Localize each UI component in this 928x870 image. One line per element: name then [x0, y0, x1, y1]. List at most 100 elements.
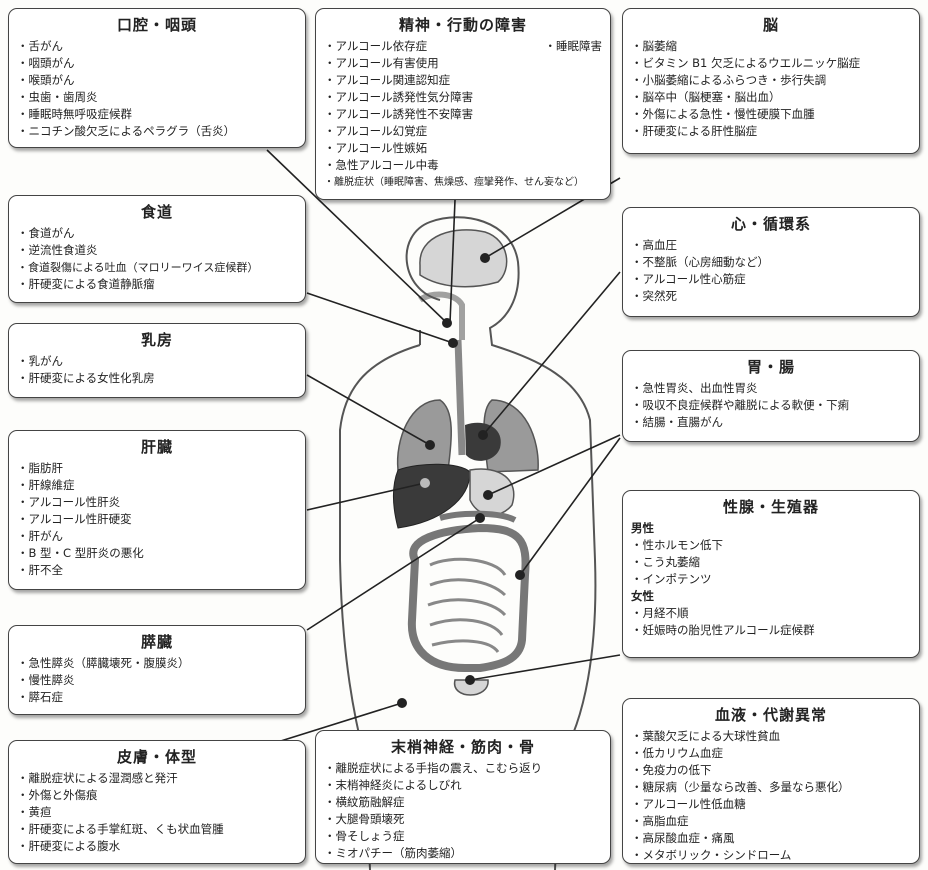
- list-item: 肝不全: [17, 562, 297, 579]
- box-mouth: 口腔・咽頭 舌がん 咽頭がん 喉頭がん 虫歯・歯周炎 睡眠時無呼吸症候群 ニコチ…: [8, 8, 306, 148]
- list-item: 免疫力の低下: [631, 762, 911, 779]
- list-item: 肝線維症: [17, 477, 297, 494]
- list-item: 肝硬変による食道静脈瘤: [17, 276, 297, 293]
- connector-dots: [397, 253, 525, 708]
- list-item: 低カリウム血症: [631, 745, 911, 762]
- list-item: アルコール性低血糖: [631, 796, 911, 813]
- list-item: 妊娠時の胎児性アルコール症候群: [631, 622, 911, 639]
- box-mental: 精神・行動の障害 アルコール依存症 睡眠障害 アルコール有害使用 アルコール関連…: [315, 8, 611, 200]
- box-brain: 脳 脳萎縮 ビタミン B1 欠乏によるウエルニッケ脳症 小脳萎縮によるふらつき・…: [622, 8, 920, 154]
- list-item: 肝硬変による腹水: [17, 838, 297, 855]
- list-item: 肝硬変による肝性脳症: [631, 123, 911, 140]
- list-item: 脂肪肝: [17, 460, 297, 477]
- list-item: 肝硬変による手掌紅斑、くも状血管腫: [17, 821, 297, 838]
- list-item: 結腸・直腸がん: [631, 414, 911, 431]
- list-item: 高血圧: [631, 237, 911, 254]
- box-breast: 乳房 乳がん 肝硬変による女性化乳房: [8, 323, 306, 398]
- list-item: 末梢神経炎によるしびれ: [324, 777, 602, 794]
- box-liver: 肝臓 脂肪肝 肝線維症 アルコール性肝炎 アルコール性肝硬変 肝がん B 型・C…: [8, 430, 306, 590]
- list-item: 糖尿病（少量なら改善、多量なら悪化）: [631, 779, 911, 796]
- list-item: 高脂血症: [631, 813, 911, 830]
- colon-shape: [407, 523, 530, 672]
- heart-shape: [465, 422, 501, 461]
- box-gonad: 性腺・生殖器 男性 性ホルモン低下 こう丸萎縮 インポテンツ 女性 月経不順 妊…: [622, 490, 920, 658]
- list-item: 大腿骨頭壊死: [324, 811, 602, 828]
- box-title: 膵臓: [140, 633, 173, 651]
- box-stomach: 胃・腸 急性胃炎、出血性胃炎 吸収不良症候群や離脱による軟便・下痢 結腸・直腸が…: [622, 350, 920, 442]
- list-item: 不整脈（心房細動など）: [631, 254, 911, 271]
- list-item: アルコール誘発性不安障害: [324, 106, 602, 123]
- list-item: こう丸萎縮: [631, 554, 911, 571]
- box-title: 血液・代謝異常: [714, 706, 827, 724]
- list-item: アルコール依存症: [324, 38, 428, 55]
- genital-shape: [454, 679, 489, 696]
- list-item: B 型・C 型肝炎の悪化: [17, 545, 297, 562]
- list-item: 舌がん: [17, 38, 297, 55]
- list-item: 外傷による急性・慢性硬膜下血腫: [631, 106, 911, 123]
- small-intestine: [427, 557, 507, 653]
- list-item: 睡眠障害: [545, 38, 602, 55]
- list-item: ニコチン酸欠乏によるペラグラ（舌炎）: [17, 123, 297, 140]
- connector-lines: [266, 149, 621, 746]
- box-title: 口腔・咽頭: [116, 16, 197, 34]
- list-item: 脳萎縮: [631, 38, 911, 55]
- box-pancreas: 膵臓 急性膵炎（膵臓壊死・腹膜炎） 慢性膵炎 膵石症: [8, 625, 306, 715]
- brain-shape: [419, 229, 508, 288]
- male-label: 男性: [631, 521, 654, 535]
- list-item: 外傷と外傷痕: [17, 787, 297, 804]
- list-item: 虫歯・歯周炎: [17, 89, 297, 106]
- box-title: 性腺・生殖器: [722, 498, 819, 516]
- mouth-shape: [418, 291, 465, 340]
- list-item: アルコール性肝炎: [17, 494, 297, 511]
- box-title: 乳房: [140, 331, 173, 349]
- box-title: 末梢神経・筋肉・骨: [390, 738, 535, 756]
- esophagus-shape: [454, 339, 466, 456]
- list-item: 離脱症状による湿潤感と発汗: [17, 770, 297, 787]
- box-title: 食道: [140, 203, 173, 221]
- box-title: 心・循環系: [730, 215, 811, 233]
- list-item: 突然死: [631, 288, 911, 305]
- liver-shape: [393, 463, 471, 529]
- list-item: アルコール幻覚症: [324, 123, 602, 140]
- box-blood: 血液・代謝異常 葉酸欠乏による大球性貧血 低カリウム血症 免疫力の低下 糖尿病（…: [622, 698, 920, 864]
- list-item: 咽頭がん: [17, 55, 297, 72]
- list-item: アルコール性心筋症: [631, 271, 911, 288]
- list-item: 横紋筋融解症: [324, 794, 602, 811]
- list-item: 高尿酸血症・痛風: [631, 830, 911, 847]
- list-item: 性ホルモン低下: [631, 537, 911, 554]
- list-item: アルコール性嫉妬: [324, 140, 602, 157]
- list-item: インポテンツ: [631, 571, 911, 588]
- female-label: 女性: [631, 589, 654, 603]
- list-item: 肝硬変による女性化乳房: [17, 370, 297, 387]
- list-item: 急性アルコール中毒: [324, 157, 602, 174]
- list-item: 乳がん: [17, 353, 297, 370]
- list-item: 肝がん: [17, 528, 297, 545]
- list-item: 小脳萎縮によるふらつき・歩行失調: [631, 72, 911, 89]
- box-heart: 心・循環系 高血圧 不整脈（心房細動など） アルコール性心筋症 突然死: [622, 207, 920, 317]
- box-title: 肝臓: [140, 438, 173, 456]
- list-item: アルコール誘発性気分障害: [324, 89, 602, 106]
- list-item: 離脱症状による手指の震え、こむら返り: [324, 760, 602, 777]
- box-title: 胃・腸: [746, 358, 795, 376]
- list-item: 黄疸: [17, 804, 297, 821]
- list-item: 骨そしょう症: [324, 828, 602, 845]
- list-item: 食道裂傷による吐血（マロリーワイス症候群）: [17, 259, 297, 276]
- box-nerve: 末梢神経・筋肉・骨 離脱症状による手指の震え、こむら返り 末梢神経炎によるしびれ…: [315, 730, 611, 864]
- list-item: 葉酸欠乏による大球性貧血: [631, 728, 911, 745]
- list-item: 喉頭がん: [17, 72, 297, 89]
- list-item: 食道がん: [17, 225, 297, 242]
- box-skin: 皮膚・体型 離脱症状による湿潤感と発汗 外傷と外傷痕 黄疸 肝硬変による手掌紅斑…: [8, 740, 306, 864]
- list-item: アルコール関連認知症: [324, 72, 602, 89]
- left-lung: [396, 399, 452, 471]
- list-item: 月経不順: [631, 605, 911, 622]
- list-item: 離脱症状（睡眠障害、焦燥感、痙攣発作、せん妄など）: [324, 174, 602, 191]
- box-title: 皮膚・体型: [116, 748, 197, 766]
- list-item: 睡眠時無呼吸症候群: [17, 106, 297, 123]
- list-item: 慢性膵炎: [17, 672, 297, 689]
- box-esophagus: 食道 食道がん 逆流性食道炎 食道裂傷による吐血（マロリーワイス症候群） 肝硬変…: [8, 195, 306, 303]
- list-item: 逆流性食道炎: [17, 242, 297, 259]
- box-title: 脳: [762, 16, 779, 34]
- list-item: メタボリック・シンドローム: [631, 847, 911, 864]
- list-item: 膵石症: [17, 689, 297, 706]
